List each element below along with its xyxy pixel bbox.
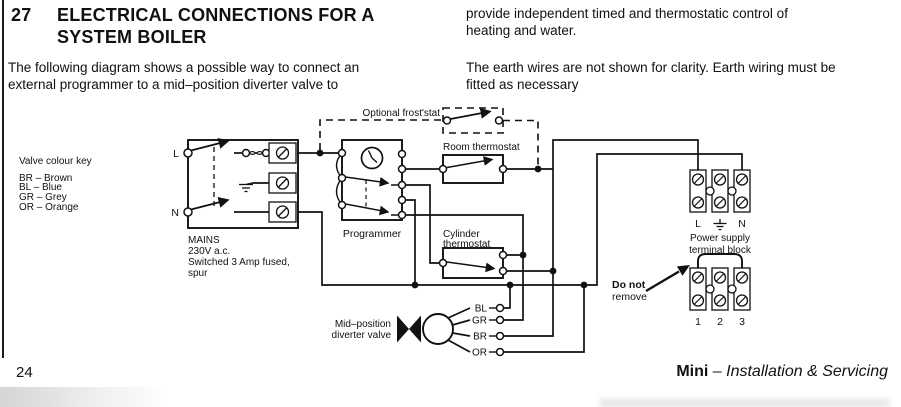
- mains-label-line3: Switched 3 Amp fused,: [188, 257, 290, 268]
- lead-or-label: OR: [472, 348, 487, 359]
- valve-key-item-grey: GR – Grey: [19, 192, 67, 204]
- programmer-switch-2: [345, 203, 390, 216]
- room-thermostat-switch: [446, 156, 494, 169]
- power-supply-label2: terminal block: [689, 245, 752, 256]
- intro-right1-line1: provide independent timed and thermostat…: [466, 6, 788, 21]
- fuse-symbol: [241, 148, 271, 158]
- psu-n-label: N: [738, 218, 746, 230]
- lead-bl-terminal: [495, 303, 505, 313]
- mains-label-line1: MAINS: [188, 235, 220, 246]
- mains-isolator: L N MAINS 230V a.c. Switched 3 Amp fused…: [171, 137, 299, 279]
- room-thermostat: Room thermostat: [438, 142, 520, 184]
- earth-icon: [239, 182, 269, 193]
- cylinder-thermostat: Cylinder thermostat: [438, 229, 508, 279]
- page-title-line1: ELECTRICAL CONNECTIONS FOR A: [57, 5, 375, 25]
- cylinder-thermostat-switch: [446, 261, 496, 273]
- psu-earth-icon: [713, 219, 727, 231]
- frost-stat: Optional frost'stat: [319, 107, 539, 166]
- remove-label: remove: [612, 291, 647, 303]
- terminal-2-label: 2: [717, 316, 723, 328]
- mains-l-label: L: [173, 148, 179, 160]
- frost-stat-box: [442, 107, 504, 134]
- power-supply-label1: Power supply: [690, 233, 750, 244]
- section-number: 27: [11, 5, 32, 25]
- intro-paragraph-right2: The earth wires are not shown for clarit…: [466, 59, 836, 93]
- page-number: 24: [16, 364, 33, 381]
- intro-paragraph-right1: provide independent timed and thermostat…: [466, 5, 788, 39]
- do-not-label: Do not: [612, 279, 646, 291]
- terminal-1-label: 1: [695, 316, 701, 328]
- intro-left-line2: external programmer to a mid–position di…: [8, 77, 339, 92]
- lead-br-label: BR: [473, 332, 487, 343]
- scan-shadow: [0, 387, 178, 407]
- valve-colour-key: Valve colour key BR – Brown BL – Blue GR…: [19, 157, 92, 213]
- mains-label-line4: spur: [188, 268, 208, 279]
- valve-icon: [397, 315, 409, 343]
- page-title: ELECTRICAL CONNECTIONS FOR A SYSTEM BOIL…: [57, 5, 375, 48]
- lead-bl-label: BL: [475, 304, 488, 315]
- mains-n-terminal: [183, 207, 193, 217]
- programmer-switch-1: [345, 176, 390, 187]
- mains-terminal-strip: [268, 142, 297, 223]
- mains-n-switch: [190, 196, 230, 211]
- programmer: Programmer: [335, 139, 407, 240]
- psu-l-label: L: [695, 218, 701, 230]
- page-border-rule: [2, 0, 4, 358]
- valve-colour-key-title: Valve colour key: [19, 156, 92, 167]
- clock-icon: [360, 146, 384, 170]
- page-title-line2: SYSTEM BOILER: [57, 26, 207, 47]
- cylinder-thermostat-label2: thermostat: [443, 239, 490, 250]
- mains-n-label: N: [171, 207, 179, 219]
- callout-arrow: [645, 270, 680, 293]
- valve-actuator: [422, 313, 454, 345]
- diverter-valve: BL GR BR OR Mid–position diverter valve: [332, 303, 505, 359]
- intro-right2-line1: The earth wires are not shown for clarit…: [466, 60, 836, 75]
- frost-stat-switch: [450, 107, 492, 120]
- boiler-terminal-block: 1 2 3 Do not remove: [612, 253, 751, 328]
- mains-label-line2: 230V a.c.: [188, 246, 230, 257]
- room-thermostat-box: [442, 154, 504, 184]
- intro-paragraph-left: The following diagram shows a possible w…: [8, 59, 359, 93]
- terminal-3-label: 3: [739, 316, 745, 328]
- valve-key-item-blue: BL – Blue: [19, 182, 62, 194]
- diverter-valve-label2: diverter valve: [332, 330, 392, 341]
- page-bleed-through: [600, 399, 890, 407]
- valve-key-item-orange: OR – Orange: [19, 201, 79, 213]
- valve-key-item-brown: BR – Brown: [19, 172, 73, 184]
- lead-br-terminal: [495, 331, 505, 341]
- power-supply-terminal-block: L N Power supply terminal block: [689, 169, 752, 256]
- junction-dots: [316, 149, 588, 289]
- footer-product: Mini: [676, 363, 709, 380]
- intro-right2-line2: fitted as necessary: [466, 77, 579, 92]
- do-not-remove-callout: Do not remove: [612, 265, 690, 303]
- footer-title: Mini – Installation & Servicing: [676, 363, 888, 381]
- cylinder-thermostat-label1: Cylinder: [443, 229, 480, 240]
- frost-stat-label: Optional frost'stat: [363, 108, 441, 119]
- diverter-valve-label1: Mid–position: [335, 319, 391, 330]
- lead-or-terminal: [495, 347, 505, 357]
- lead-gr-terminal: [495, 315, 505, 325]
- mains-box: [187, 139, 299, 229]
- mains-l-switch: [190, 137, 230, 152]
- lead-gr-label: GR: [472, 316, 487, 327]
- intro-left-line1: The following diagram shows a possible w…: [8, 60, 360, 75]
- mains-l-terminal: [183, 148, 193, 158]
- footer-suffix: – Installation & Servicing: [712, 363, 888, 380]
- room-thermostat-label: Room thermostat: [443, 142, 520, 153]
- programmer-label: Programmer: [343, 228, 402, 240]
- intro-right1-line2: heating and water.: [466, 23, 577, 38]
- do-not-remove-link: [697, 253, 743, 268]
